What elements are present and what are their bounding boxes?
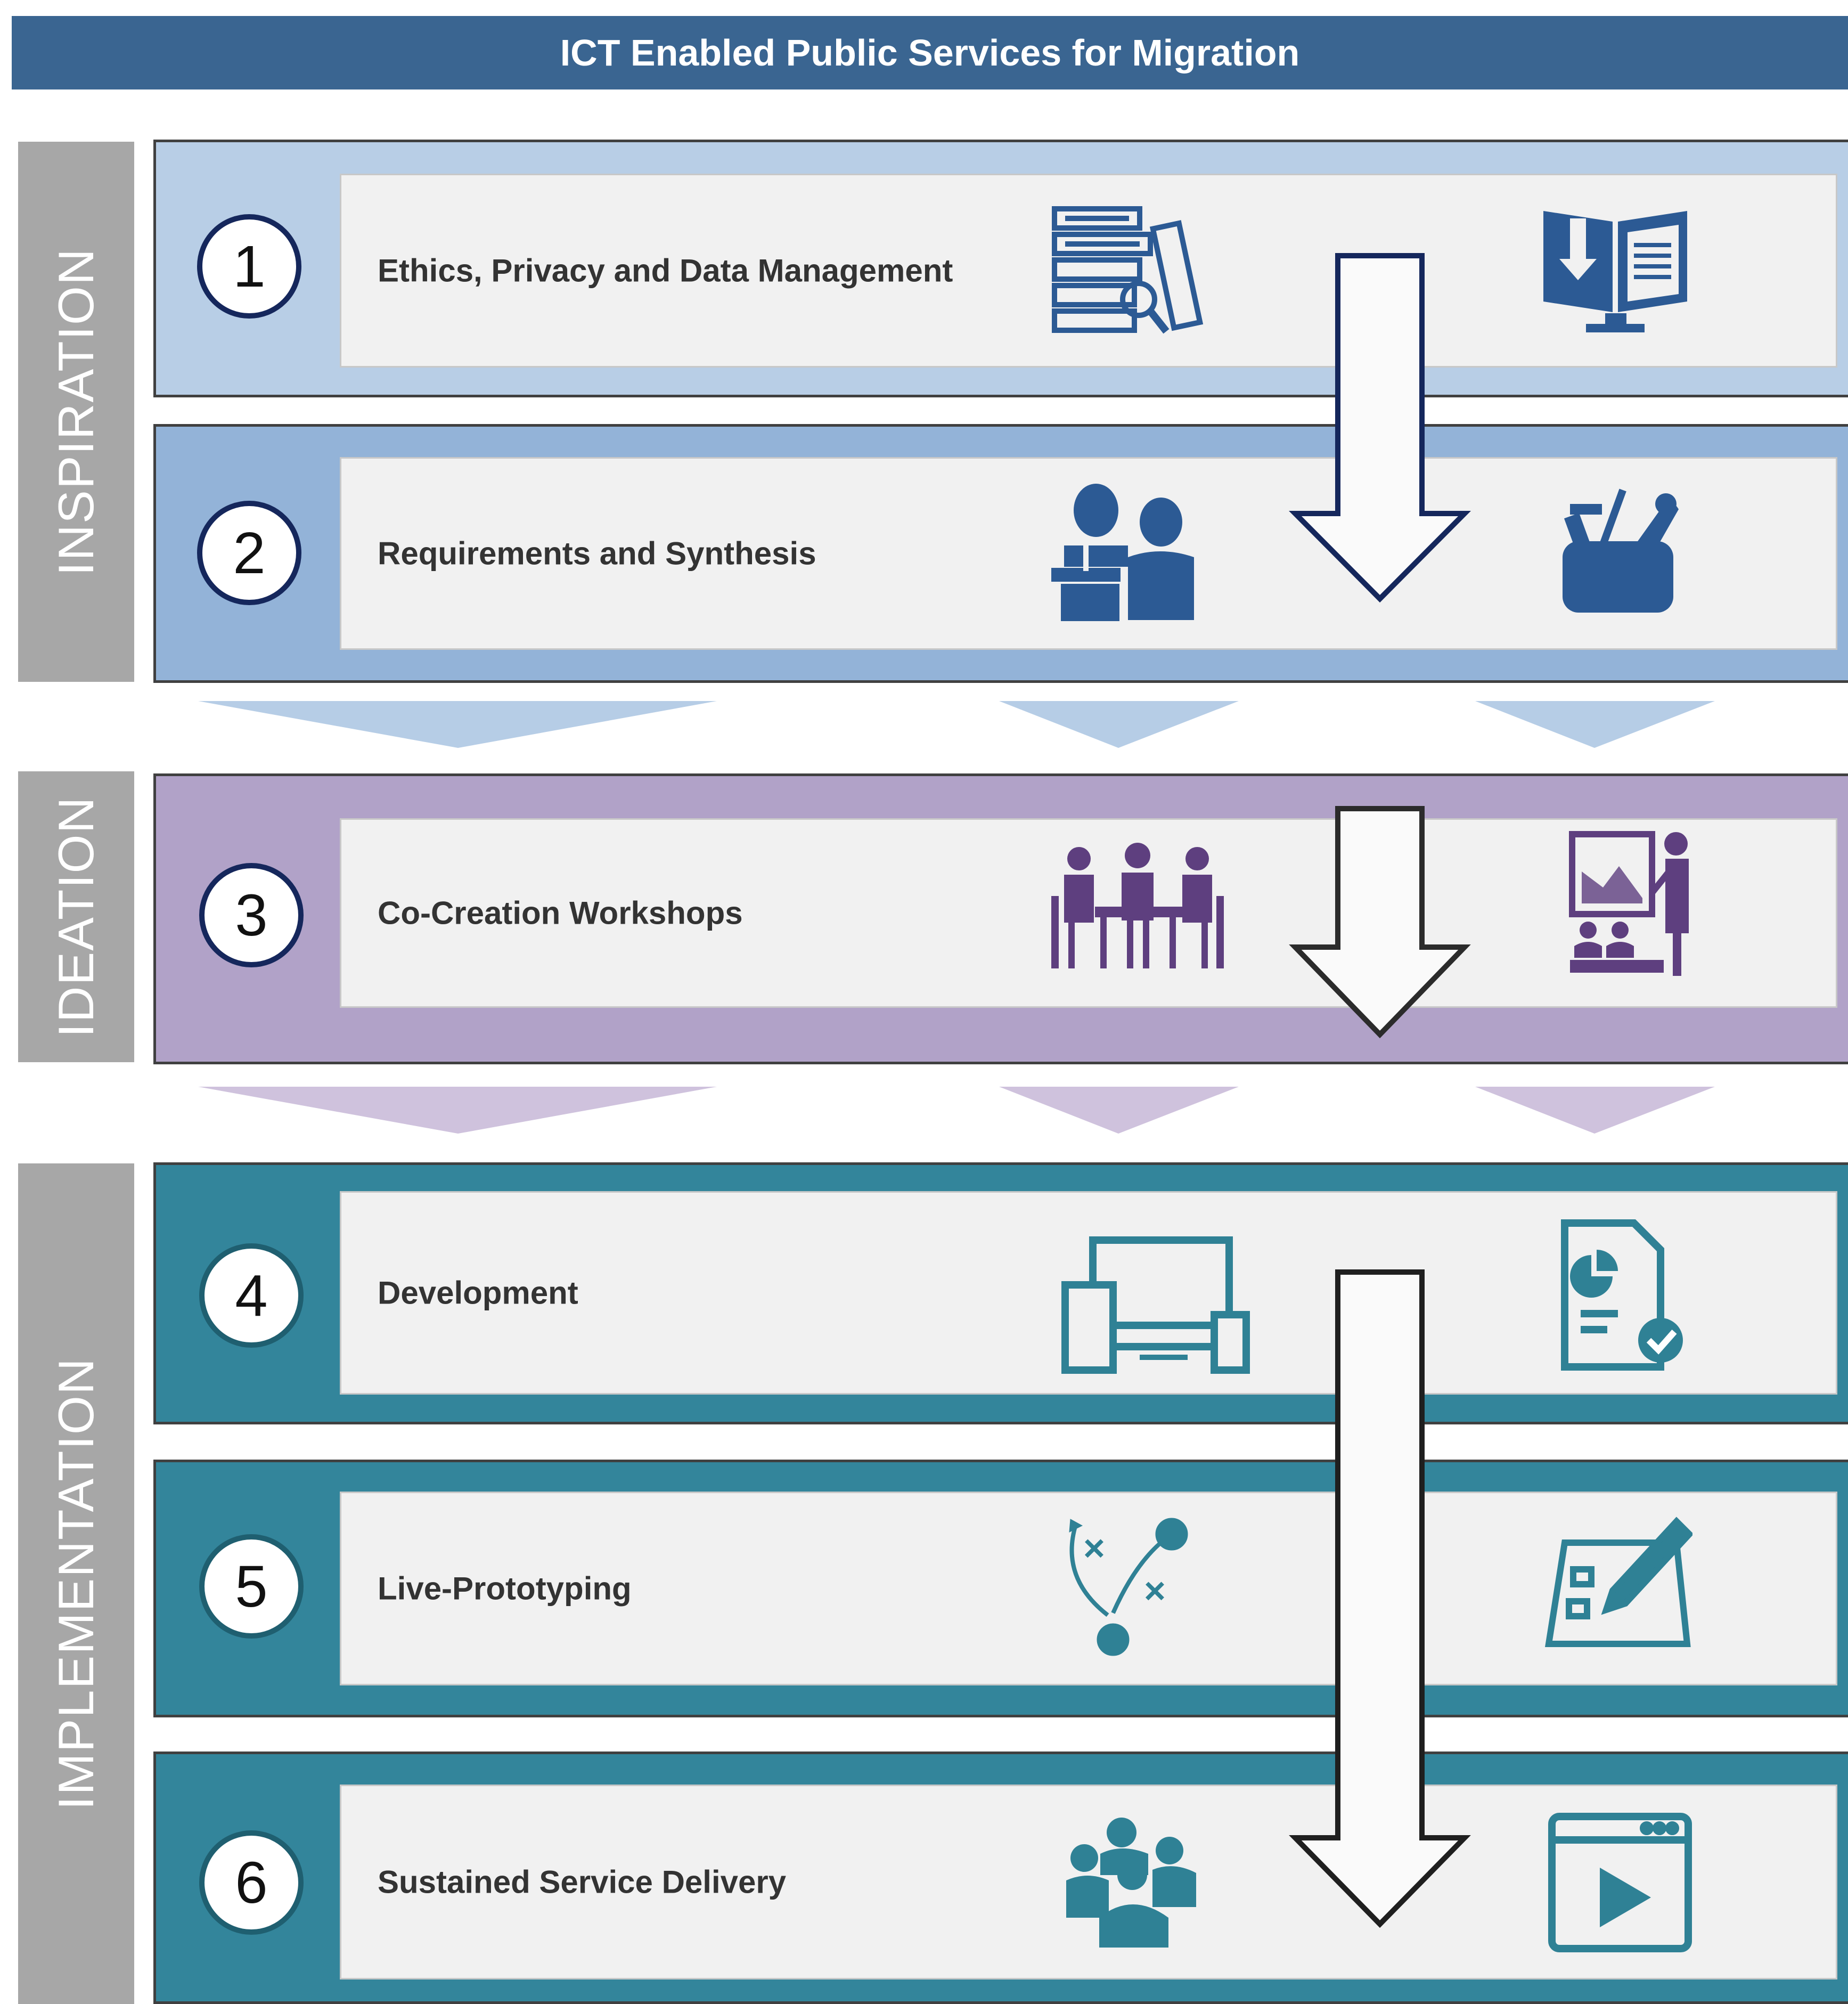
flow-arrow-ideation <box>1289 806 1471 1039</box>
svg-text:×: × <box>1144 1570 1166 1611</box>
report-check-icon <box>1559 1218 1692 1372</box>
step-panel-5: Live-Prototyping <box>340 1492 1837 1685</box>
step-number-4: 4 <box>199 1243 304 1348</box>
step-label: Co-Creation Workshops <box>378 895 743 931</box>
step-label: Requirements and Synthesis <box>378 535 816 572</box>
phase-inspiration: INSPIRATION <box>18 142 134 682</box>
step-number-1: 1 <box>197 214 301 319</box>
step-label: Development <box>378 1275 578 1311</box>
phase-label: IMPLEMENTATION <box>48 1357 104 1810</box>
step-label: Sustained Service Delivery <box>378 1864 787 1900</box>
phase-implementation: IMPLEMENTATION <box>18 1163 134 2004</box>
flow-arrow-inspiration <box>1289 253 1471 603</box>
step-number-2: 2 <box>197 501 301 605</box>
step-label: Live-Prototyping <box>378 1570 632 1607</box>
interview-people-icon <box>1048 483 1203 623</box>
svg-text:×: × <box>1083 1527 1105 1569</box>
documents-search-icon <box>1049 203 1209 337</box>
meeting-table-icon <box>1047 843 1228 971</box>
step-number-6: 6 <box>199 1830 304 1935</box>
flow-arrow-implementation <box>1289 1269 1471 1928</box>
phase-transition-chevrons <box>198 1087 1715 1134</box>
step-number-3: 3 <box>199 863 304 967</box>
phase-transition-chevrons <box>198 701 1715 748</box>
presentation-icon <box>1567 829 1705 983</box>
phase-label: IDEATION <box>48 796 104 1038</box>
group-people-icon <box>1063 1811 1207 1951</box>
diagram-title: ICT Enabled Public Services for Migratio… <box>12 16 1848 89</box>
strategy-play-icon: × × <box>1054 1514 1193 1663</box>
step-number-5: 5 <box>199 1534 304 1639</box>
video-player-icon <box>1547 1811 1694 1954</box>
book-download-icon <box>1538 200 1692 336</box>
phase-label: INSPIRATION <box>48 248 104 576</box>
checklist-pen-icon <box>1543 1511 1692 1649</box>
step-label: Ethics, Privacy and Data Management <box>378 252 953 289</box>
phase-ideation: IDEATION <box>18 771 134 1062</box>
devices-icon <box>1060 1235 1257 1375</box>
toolbox-icon <box>1554 483 1682 616</box>
